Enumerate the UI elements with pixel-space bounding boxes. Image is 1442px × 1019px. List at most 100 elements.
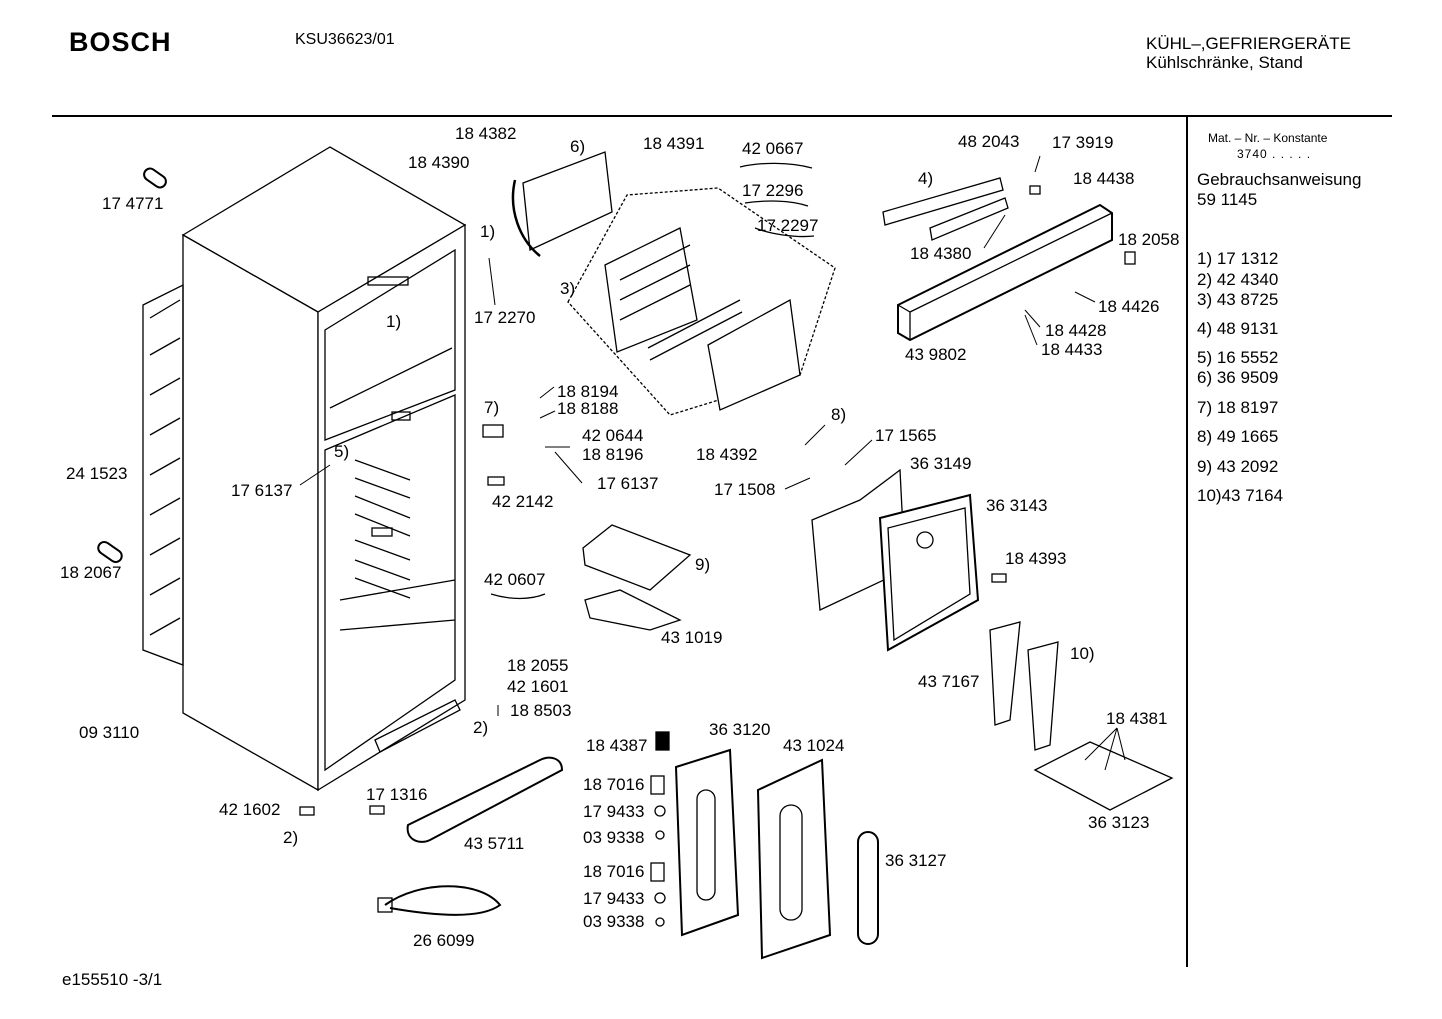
ref-item: 2) 42 4340 xyxy=(1197,270,1279,289)
part-label: 36 3143 xyxy=(986,496,1048,515)
part-label: 5) xyxy=(334,442,350,461)
part-label: 6) xyxy=(570,137,586,156)
manual-label: Gebrauchsanweisung xyxy=(1197,170,1362,189)
part-label: 9) xyxy=(695,555,711,574)
part-label: 18 4391 xyxy=(643,134,705,153)
cover-plates xyxy=(811,468,980,652)
part-label: 18 4381 xyxy=(1106,709,1168,728)
part-label: 2) xyxy=(283,828,299,847)
part-label: 09 3110 xyxy=(79,723,140,742)
part-label: 18 8196 xyxy=(582,445,644,464)
part-label: 18 7016 xyxy=(583,862,645,881)
part-label: 43 1024 xyxy=(783,736,845,755)
small-hardware xyxy=(299,424,1007,927)
part-label: 18 4433 xyxy=(1041,340,1103,359)
ref-item: 8) 49 1665 xyxy=(1197,427,1279,446)
leader-lines xyxy=(299,155,1126,771)
door-bins xyxy=(989,621,1174,811)
bracket-parts xyxy=(582,524,692,631)
part-label: 18 8194 xyxy=(557,382,619,401)
control-panel-assembly xyxy=(882,177,1136,342)
part-label: 18 4380 xyxy=(910,244,972,263)
part-label: 1) xyxy=(386,312,402,331)
ref-item: 3) 43 8725 xyxy=(1197,290,1279,309)
ref-item: 7) 18 8197 xyxy=(1197,398,1279,417)
part-label: 48 2043 xyxy=(958,132,1020,151)
part-label: 18 4393 xyxy=(1005,549,1067,568)
part-label: 10) xyxy=(1070,644,1095,663)
part-label: 43 5711 xyxy=(464,834,525,853)
part-label: 17 2296 xyxy=(742,181,804,200)
category-title: KÜHL–,GEFRIERGERÄTE xyxy=(1146,34,1351,53)
part-label: 7) xyxy=(484,398,500,417)
part-label: 18 7016 xyxy=(583,775,645,794)
part-label: 18 4382 xyxy=(455,124,517,143)
part-label: 18 4387 xyxy=(586,736,648,755)
part-label: 17 6137 xyxy=(597,474,659,493)
part-label: 24 1523 xyxy=(66,464,128,483)
part-label: 1) xyxy=(480,222,496,241)
part-label: 36 3123 xyxy=(1088,813,1150,832)
part-label: 18 4392 xyxy=(696,445,758,464)
part-label: 17 9433 xyxy=(583,889,645,908)
part-label: 3) xyxy=(560,279,576,298)
part-label: 42 0644 xyxy=(582,426,644,445)
part-label: 17 1508 xyxy=(714,480,776,499)
part-label: 42 1602 xyxy=(219,800,281,819)
cylinder-parts xyxy=(97,167,167,564)
model-number: KSU36623/01 xyxy=(295,31,395,48)
sidebar-divider xyxy=(1186,117,1188,967)
part-label: 17 2270 xyxy=(474,308,536,327)
brand-logo: BOSCH xyxy=(69,27,172,57)
wire-parts xyxy=(490,162,815,600)
part-label: 36 3120 xyxy=(709,720,771,739)
door-liners xyxy=(674,748,879,960)
part-label: 42 1601 xyxy=(507,677,569,696)
part-label: 17 4771 xyxy=(102,194,164,213)
condenser-coil xyxy=(142,283,184,666)
part-label: 43 1019 xyxy=(661,628,723,647)
header-rule xyxy=(52,115,1392,117)
ref-item: 6) 36 9509 xyxy=(1197,368,1279,387)
mat-nr-value: 3740 . . . . . xyxy=(1237,147,1312,161)
ref-item: 1) 17 1312 xyxy=(1197,249,1279,268)
part-label: 18 8188 xyxy=(557,399,619,418)
part-label: 8) xyxy=(831,405,847,424)
subcategory-title: Kühlschränke, Stand xyxy=(1146,53,1303,72)
fridge-cabinet xyxy=(181,146,467,792)
part-label: 17 1565 xyxy=(875,426,937,445)
part-label: 43 9802 xyxy=(905,345,967,364)
footer-code: e155510 -3/1 xyxy=(62,970,163,989)
part-label: 03 9338 xyxy=(583,912,645,931)
evaporator-zone xyxy=(567,187,836,416)
part-label: 4) xyxy=(918,169,934,188)
part-label: 43 7167 xyxy=(918,672,980,691)
part-label: 36 3149 xyxy=(910,454,972,473)
ref-item: 10)43 7164 xyxy=(1197,486,1284,505)
part-label: 18 4390 xyxy=(408,153,470,172)
part-label: 42 0667 xyxy=(742,139,804,158)
part-label: 17 3919 xyxy=(1052,133,1114,152)
part-label: 18 2055 xyxy=(507,656,569,675)
part-label: 42 2142 xyxy=(492,492,554,511)
ref-item: 9) 43 2092 xyxy=(1197,457,1279,476)
part-label: 18 4438 xyxy=(1073,169,1135,188)
part-label: 03 9338 xyxy=(583,828,645,847)
part-label: 2) xyxy=(473,718,489,737)
part-label: 17 2297 xyxy=(757,216,819,235)
part-label: 18 4428 xyxy=(1045,321,1107,340)
part-label: 17 6137 xyxy=(231,481,293,500)
manual-number: 59 1145 xyxy=(1197,190,1258,209)
evaporator-panel xyxy=(511,151,613,257)
ref-item: 5) 16 5552 xyxy=(1197,348,1279,367)
part-label: 18 4426 xyxy=(1098,297,1160,316)
part-label: 42 0607 xyxy=(484,570,546,589)
mat-nr-header: Mat. – Nr. – Konstante xyxy=(1208,131,1328,145)
part-label: 18 2058 xyxy=(1118,230,1180,249)
ref-item: 4) 48 9131 xyxy=(1197,319,1279,338)
part-label: 26 6099 xyxy=(413,931,475,950)
part-label: 18 2067 xyxy=(60,563,122,582)
part-label: 17 1316 xyxy=(366,785,428,804)
part-label: 17 9433 xyxy=(583,802,645,821)
